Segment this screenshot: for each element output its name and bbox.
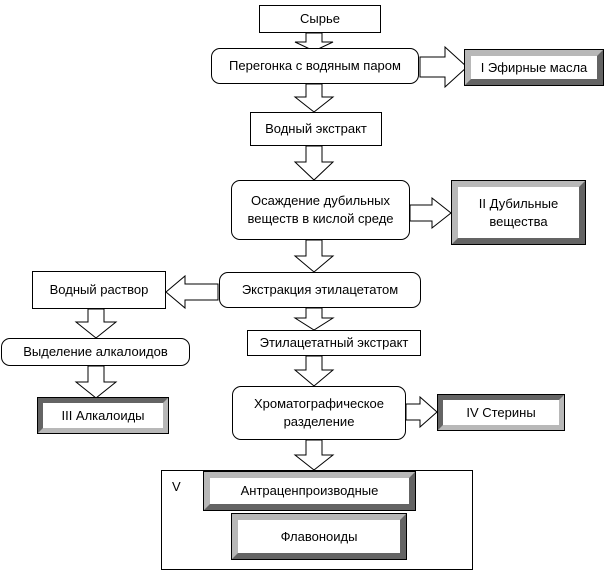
arrow-alkisolation-to-alkaloids — [74, 365, 118, 399]
node-tannin-precipitation: Осаждение дубильных веществ в кислой сре… — [231, 180, 410, 240]
node-sterols: IV Стерины — [437, 394, 565, 431]
arrow-ethylextract-to-chrom — [293, 355, 335, 387]
node-ethyl-acetate-extract: Этилацетатный экстракт — [247, 330, 421, 356]
arrow-steam-to-oils — [419, 45, 468, 89]
node-raw-material: Сырье — [259, 5, 381, 33]
node-steam-distillation: Перегонка с водяным паром — [211, 48, 419, 84]
node-anthracene-derivatives: Антраценпроизводные — [203, 471, 416, 511]
group-label: V — [172, 479, 181, 494]
arrow-tannin-to-ethyl — [293, 239, 335, 273]
arrow-aqueous-to-alkisolation — [74, 308, 118, 339]
node-ethyl-acetate-extraction: Экстракция этилацетатом — [219, 272, 421, 308]
node-alkaloid-isolation: Выделение алкалоидов — [1, 338, 190, 366]
node-tannins: II Дубильные вещества — [451, 180, 586, 245]
arrow-chrom-to-group — [293, 439, 335, 471]
arrow-raw-to-steam — [294, 32, 334, 52]
arrow-ethyl-to-aqueous — [165, 274, 219, 310]
arrow-steam-to-water — [293, 83, 335, 113]
group-frame — [161, 470, 473, 570]
node-aqueous-solution: Водный раствор — [32, 271, 166, 309]
node-essential-oils: I Эфирные масла — [464, 49, 604, 86]
arrow-tannin-to-tannins — [409, 196, 452, 230]
node-water-extract: Водный экстракт — [250, 112, 382, 146]
arrow-chrom-to-sterols — [405, 395, 438, 429]
arrow-water-to-tannin — [293, 145, 335, 181]
node-flavonoids: Флавоноиды — [231, 513, 407, 560]
node-chromatographic-separation: Хроматографическое разделение — [232, 386, 406, 440]
node-alkaloids: III Алкалоиды — [37, 397, 169, 434]
arrow-ethyl-to-ethylextract — [293, 307, 335, 331]
